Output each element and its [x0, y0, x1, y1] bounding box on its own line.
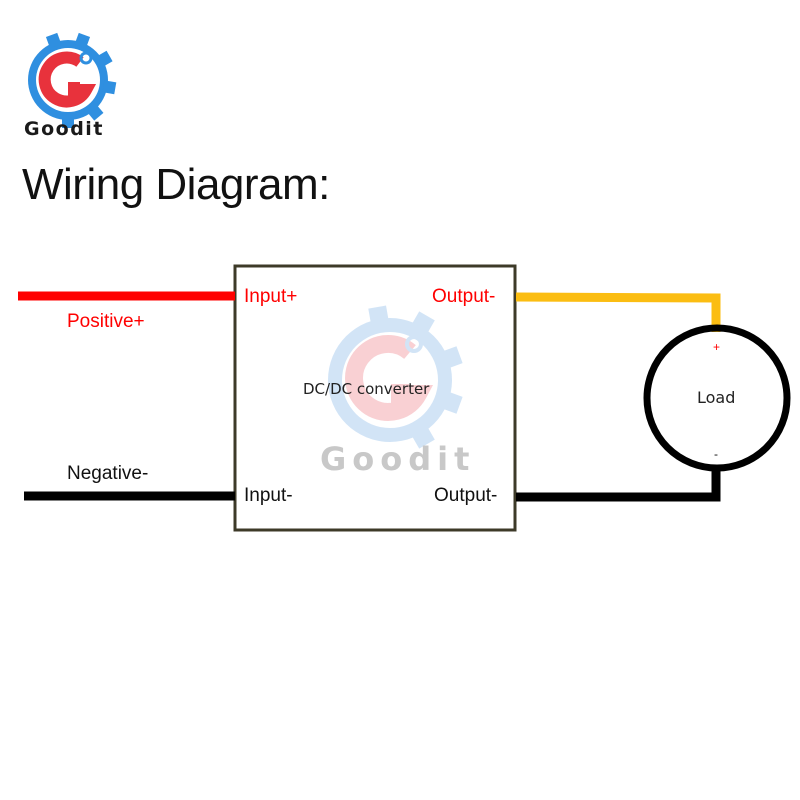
watermark-gear-icon	[328, 305, 463, 449]
positive-wire-label: Positive+	[67, 311, 145, 332]
converter-label: DC/DC converter	[303, 380, 430, 398]
load-circle	[643, 324, 791, 472]
terminal-input-negative: Input-	[244, 485, 293, 506]
goodit-logo-icon	[28, 32, 117, 128]
negative-wire-label: Negative-	[67, 463, 149, 484]
watermark-text: Goodit	[320, 440, 476, 478]
terminal-input-positive: Input+	[244, 286, 298, 307]
load-plus-marker: +	[713, 340, 721, 354]
converter-box	[233, 264, 517, 532]
brand-name: Goodit	[24, 118, 104, 140]
output-positive-wire	[515, 292, 721, 332]
output-negative-wire	[516, 468, 721, 502]
load-label: Load	[697, 388, 736, 407]
load-minus-marker: -	[714, 447, 718, 461]
terminal-output-top: Output-	[432, 286, 496, 307]
terminal-output-bottom: Output-	[434, 485, 498, 506]
page-title: Wiring Diagram:	[22, 160, 330, 209]
